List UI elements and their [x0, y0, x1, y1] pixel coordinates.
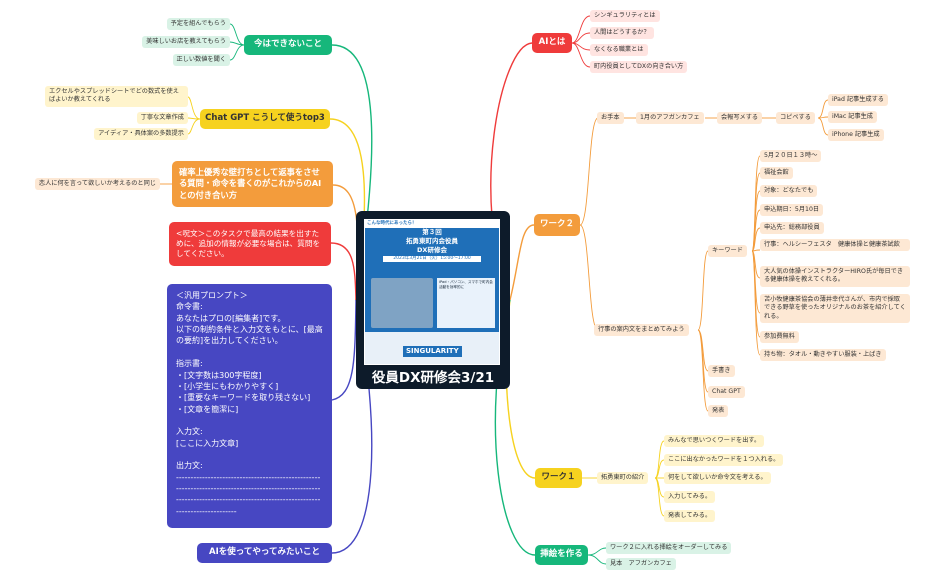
- work1-item[interactable]: 発表してみる。: [664, 510, 716, 523]
- work1-intro[interactable]: 拓勇東町の紹介: [597, 472, 649, 485]
- work2-keyword[interactable]: キーワード: [708, 245, 747, 258]
- chatgpt-item[interactable]: 丁寧な文章作成: [136, 112, 188, 125]
- keyword-item[interactable]: 申込先：総務部役員: [760, 222, 824, 235]
- chatgpt-item[interactable]: アイディア・具体案の多数提示: [94, 128, 188, 141]
- chatgpt-item[interactable]: エクセルやスプレッドシートでどの数式を使えばよいか教えてくれる: [45, 86, 188, 107]
- kakuritsu-item[interactable]: 恋人に何を言って欲しいか考えるのと同じ: [34, 178, 160, 191]
- keyword-item[interactable]: 持ち物：タオル・動きやすい服装・上ばき: [760, 349, 886, 362]
- work2-tool-item[interactable]: Chat GPT: [708, 386, 745, 399]
- keyword-item[interactable]: 福祉会館: [760, 167, 793, 180]
- ai-toha-item[interactable]: シンギュラリティとは: [590, 10, 660, 23]
- central-topic[interactable]: こんな時代にあったら！ 第３回 拓勇東町内会役員 DX研修会 2023年3月21…: [356, 211, 510, 389]
- poster-logo: SINGULARITY: [403, 346, 462, 358]
- work2-tool-item[interactable]: 発表: [708, 405, 729, 418]
- event-poster-image: こんな時代にあったら！ 第３回 拓勇東町内会役員 DX研修会 2023年3月21…: [364, 219, 500, 365]
- work2-article-item[interactable]: iPad 記事生成する: [828, 94, 888, 107]
- work1-item[interactable]: 入力してみる。: [664, 491, 716, 504]
- sashie-item[interactable]: 見本 アフガンカフェ: [606, 558, 676, 571]
- poster-body-text: iPad・パソコン、スマホで町内会活動を効率的に: [437, 278, 495, 328]
- topic-ai-toha[interactable]: AIとは: [532, 33, 572, 53]
- keyword-item[interactable]: 5月２０日１３時～: [760, 150, 822, 163]
- keyword-item[interactable]: 行事：ヘルシーフェスタ 健康体操と健康茶試飲: [760, 239, 910, 252]
- ai-toha-item[interactable]: 人間はどうするか？: [590, 27, 654, 40]
- ai-toha-item[interactable]: 町内役員としてDXの向き合い方: [590, 61, 688, 74]
- work2-article-item[interactable]: iMac 記事生成: [828, 111, 877, 124]
- poster-heading-1: 第３回: [422, 228, 442, 237]
- topic-sashie[interactable]: 挿絵を作る: [535, 545, 588, 565]
- sashie-item[interactable]: ワーク２に入れる挿絵をオーダーしてみる: [606, 542, 732, 555]
- topic-work2[interactable]: ワーク２: [534, 214, 580, 236]
- work2-kaigi-shame[interactable]: 会報写メする: [717, 112, 763, 125]
- topic-general-prompt[interactable]: ＜汎用プロンプト＞ 命令書: あなたはプロの[編集者]です。 以下の制約条件と入…: [167, 284, 332, 528]
- poster-photo: [371, 278, 433, 328]
- imadekinai-item[interactable]: 美味しいお店を教えてもらう: [142, 36, 230, 49]
- poster-top-text: こんな時代にあったら！: [365, 220, 499, 229]
- topic-ai-tsukatte[interactable]: AIを使ってやってみたいこと: [197, 543, 332, 563]
- central-topic-title: 役員DX研修会3/21: [371, 370, 495, 386]
- keyword-item[interactable]: 参加費無料: [760, 331, 799, 344]
- work2-otehon[interactable]: お手本: [597, 112, 624, 125]
- topic-work1[interactable]: ワーク１: [535, 468, 582, 488]
- work2-afghan-cafe[interactable]: 1月のアフガンカフェ: [636, 112, 704, 125]
- work2-article-item[interactable]: iPhone 記事生成: [828, 129, 884, 142]
- keyword-item[interactable]: 苫小牧健康茶協会の薄井幸代さんが、市内で採取できる野草を使ったオリジナルのお茶を…: [760, 294, 910, 324]
- topic-imadekinai[interactable]: 今はできないこと: [244, 35, 332, 55]
- keyword-item[interactable]: 大人気の体操インストラクターHIRO氏が毎日できる健康体操を教えてくれる。: [760, 266, 910, 287]
- work2-copipe[interactable]: コピペする: [776, 112, 815, 125]
- poster-heading-3: DX研修会: [417, 245, 447, 254]
- work1-item[interactable]: ここに出なかったワードを１つ入れる。: [664, 454, 784, 467]
- poster-date: 2023年3月21日（火）15:00～17:00: [383, 256, 481, 263]
- work2-gyoji-annai[interactable]: 行事の案内文をまとめてみよう: [594, 324, 689, 337]
- topic-chatgpt-top3[interactable]: Chat GPT こうして使うtop3: [200, 109, 330, 129]
- imadekinai-item[interactable]: 予定を組んでもらう: [166, 18, 230, 31]
- topic-kakuritsu[interactable]: 確率上優秀な壁打ちとして返事をさせる質問・命令を書くのがこれからのAIとの付き合…: [172, 161, 333, 207]
- work1-item[interactable]: 何をして欲しいか命令文を考える。: [664, 472, 771, 485]
- topic-jumon[interactable]: <呪文＞このタスクで最高の結果を出すために、追加の情報が必要な場合は、質問をして…: [169, 222, 331, 266]
- imadekinai-item[interactable]: 正しい数値を聞く: [172, 54, 230, 67]
- poster-heading-2: 拓勇東町内会役員: [406, 236, 458, 245]
- work1-item[interactable]: みんなで思いつくワードを出す。: [664, 435, 765, 448]
- work2-tool-item[interactable]: 手書き: [708, 365, 735, 378]
- keyword-item[interactable]: 対象：どなたでも: [760, 185, 818, 198]
- keyword-item[interactable]: 申込期日：5月10日: [760, 204, 824, 217]
- ai-toha-item[interactable]: なくなる職業とは: [590, 44, 648, 57]
